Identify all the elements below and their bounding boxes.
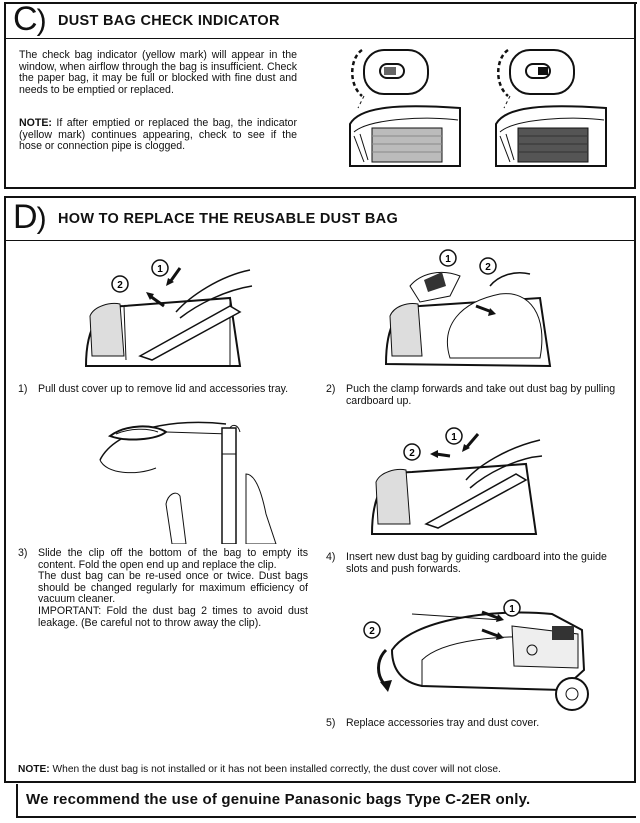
recommend-bottom-border <box>16 816 636 818</box>
section-c-bottom-border <box>4 187 636 189</box>
step2-illustration: 1 2 <box>380 246 560 376</box>
section-d-note-text: When the dust bag is not installed or it… <box>52 764 501 775</box>
section-c-title-rule <box>4 38 636 39</box>
section-d-paren: ) <box>36 202 47 235</box>
section-d-right-border <box>634 196 636 782</box>
step-5-number: 5) <box>326 717 336 729</box>
section-d-note: NOTE: When the dust bag is not installed… <box>18 764 628 776</box>
section-d-left-border <box>4 196 6 782</box>
step-2: 2) Puch the clamp forwards and take out … <box>326 383 626 414</box>
step5-illustration: 1 2 <box>352 590 592 712</box>
indicator-empty-illustration <box>340 44 480 174</box>
top-border <box>4 2 637 4</box>
step4-callout-1: 1 <box>451 432 457 443</box>
step1-illustration: 2 1 <box>80 256 255 378</box>
recommend-text: We recommend the use of genuine Panasoni… <box>26 791 531 808</box>
step-1-number: 1) <box>18 383 28 395</box>
indicator-full-illustration <box>486 44 626 174</box>
section-d-note-label: NOTE: <box>18 764 50 775</box>
step-5-text: Replace accessories tray and dust cover. <box>346 717 540 729</box>
step-4: 4) Insert new dust bag by guiding cardbo… <box>326 551 626 582</box>
section-c-note-text: If after emptied or replaced the bag, th… <box>19 117 297 153</box>
step-4-number: 4) <box>326 551 336 563</box>
recommend-left-border <box>16 784 18 816</box>
section-c-note-label: NOTE: <box>19 117 52 129</box>
step1-callout-1: 1 <box>157 264 163 275</box>
section-d-title-rule <box>4 240 636 241</box>
step4-callout-2: 2 <box>409 448 415 459</box>
section-c-paragraph: The check bag indicator (yellow mark) wi… <box>19 49 297 96</box>
section-c-title: DUST BAG CHECK INDICATOR <box>58 13 280 29</box>
step-3-text: Slide the clip off the bottom of the bag… <box>38 547 308 629</box>
step4-illustration: 2 1 <box>366 420 556 544</box>
step-3: 3) Slide the clip off the bottom of the … <box>18 547 308 678</box>
section-c-paren: ) <box>36 4 47 37</box>
step-3-number: 3) <box>18 547 28 559</box>
step1-callout-2: 2 <box>117 280 123 291</box>
section-d-heading: D) <box>13 200 47 236</box>
step-2-text: Puch the clamp forwards and take out dus… <box>346 383 616 407</box>
step5-callout-1: 1 <box>509 604 515 615</box>
section-c-letter: C <box>13 0 38 38</box>
section-d-top-border <box>4 196 636 198</box>
step2-callout-1: 1 <box>445 254 451 265</box>
section-c-left-border <box>4 2 6 189</box>
step-5: 5) Replace accessories tray and dust cov… <box>326 717 626 734</box>
section-d-title: HOW TO REPLACE THE REUSABLE DUST BAG <box>58 211 399 227</box>
step-4-text: Insert new dust bag by guiding cardboard… <box>346 551 607 575</box>
section-c-right-border <box>634 2 636 189</box>
step5-callout-2: 2 <box>369 626 375 637</box>
section-d-letter: D <box>13 198 38 236</box>
section-c-heading: C) <box>13 2 47 38</box>
step2-callout-2: 2 <box>485 262 491 273</box>
step3-illustration <box>96 414 286 544</box>
section-c-note: NOTE: If after emptied or replaced the b… <box>19 117 297 153</box>
step-1: 1) Pull dust cover up to remove lid and … <box>18 383 308 414</box>
step-1-text: Pull dust cover up to remove lid and acc… <box>38 383 289 395</box>
step-2-number: 2) <box>326 383 336 395</box>
recommend-top-border <box>4 781 636 783</box>
